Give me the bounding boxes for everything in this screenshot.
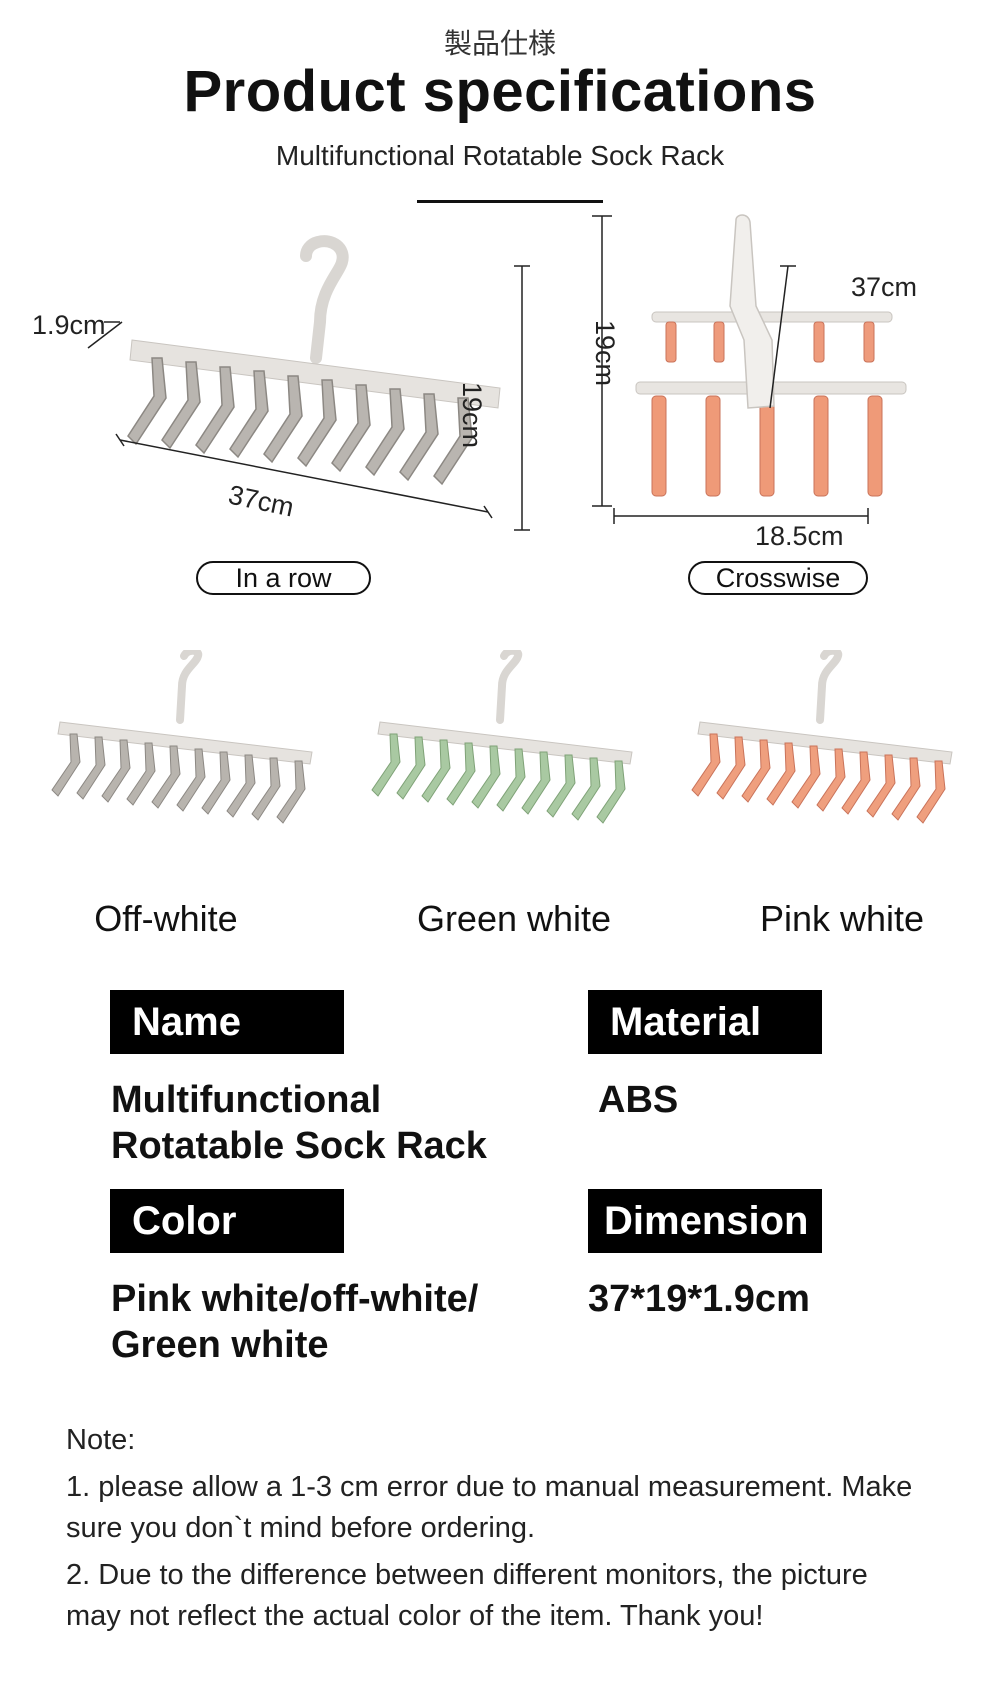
note-item-2-line1: 2. Due to the difference between differe…	[66, 1559, 868, 1591]
spec-color-value-line1: Pink white/off-white/	[111, 1278, 479, 1320]
thickness-label: 1.9cm	[32, 310, 106, 340]
hanger-row-diagram	[20, 230, 540, 560]
mode-crosswise: Crosswise	[688, 561, 868, 595]
variant-off-white-label: Off-white	[94, 898, 238, 939]
spec-dimension-value: 37*19*1.9cm	[588, 1278, 810, 1320]
mode-in-a-row: In a row	[196, 561, 371, 595]
spec-name-value-line1: Multifunctional	[111, 1079, 382, 1121]
notes-heading: Note:	[66, 1424, 136, 1456]
notes-section: Note: 1. please allow a 1-3 cm error due…	[66, 1420, 946, 1637]
variant-green-white-image	[360, 646, 650, 850]
cross-length-label: 37cm	[851, 272, 918, 302]
spec-material-value: ABS	[598, 1079, 679, 1121]
product-subtitle: Multifunctional Rotatable Sock Rack	[275, 140, 725, 171]
spec-color-value: Pink white/off-white/ Green white	[111, 1276, 531, 1368]
cross-width-label: 18.5cm	[755, 521, 844, 551]
note-item-1-line1: 1. please allow a 1-3 cm error due to ma…	[66, 1471, 913, 1503]
spec-name-heading: Name	[110, 990, 344, 1054]
variant-off-white-image	[40, 646, 330, 850]
spec-name-value: Multifunctional Rotatable Sock Rack	[111, 1077, 531, 1169]
variant-pink-white-image	[680, 646, 970, 850]
variant-pink-white-label: Pink white	[759, 898, 925, 939]
spec-material-heading: Material	[588, 990, 822, 1054]
hanger-cross-diagram	[560, 210, 990, 540]
variant-green-white-label: Green white	[416, 898, 612, 939]
hanger-cross-illustration	[592, 214, 907, 524]
spec-name-value-line2: Rotatable Sock Rack	[111, 1125, 487, 1167]
note-item-1-line2: sure you don`t mind before ordering.	[66, 1512, 536, 1544]
japanese-title: 製品仕様	[443, 27, 556, 60]
note-item-2-line2: may not reflect the actual color of the …	[66, 1600, 764, 1632]
page-title: Product specifications	[183, 59, 817, 124]
spec-color-value-line2: Green white	[111, 1324, 329, 1366]
spec-dimension-heading: Dimension	[588, 1189, 822, 1253]
title-divider	[417, 200, 603, 203]
row-height-label: 19cm	[457, 382, 487, 449]
hanger-row-illustration	[87, 235, 530, 531]
cross-height-label: 19cm	[590, 320, 620, 387]
spec-color-heading: Color	[110, 1189, 344, 1253]
